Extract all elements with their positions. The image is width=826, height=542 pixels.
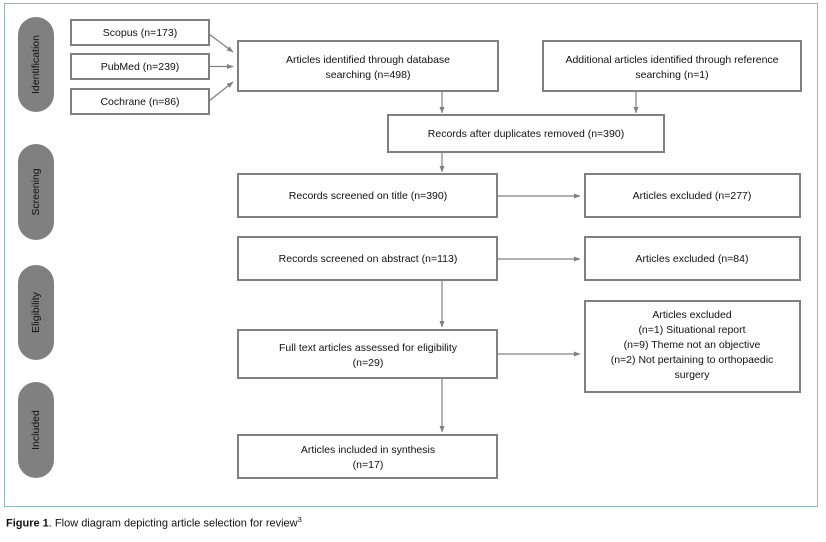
figure-caption-label: Figure 1 [6,517,49,530]
node-fulltext-assessed: Full text articles assessed for eligibil… [237,329,498,379]
node-source-scopus-shape [70,19,210,46]
node-included-synthesis-line1: Articles included in synthesis [301,444,435,456]
node-screened-abstract-shape [237,236,498,281]
node-excluded-fulltext-line3: (n=9) Theme not an objective [624,339,761,351]
node-screened-title-label: Records screened on title (n=390) [289,190,447,202]
node-duplicates-removed-shape [387,114,665,153]
stage-pill-included-label: Included [30,410,42,450]
node-included-synthesis-line2: (n=17) [353,459,384,471]
node-duplicates-removed-label: Records after duplicates removed (n=390) [428,128,624,140]
node-database-search-line1: Articles identified through database [286,54,450,66]
node-screened-abstract: Records screened on abstract (n=113) [237,236,498,281]
node-excluded-fulltext-line2: (n=1) Situational report [638,324,745,336]
stage-pill-screening-shape [18,144,54,240]
node-source-pubmed-shape [70,53,210,80]
stage-pill-identification-shape [18,17,54,112]
node-screened-abstract-label: Records screened on abstract (n=113) [279,253,458,265]
node-excluded-title-shape [584,173,801,218]
stage-pill-included-shape [18,382,54,478]
stage-pill-screening: Screening [18,144,54,240]
node-database-search: Articles identified through database sea… [237,40,499,92]
arrow-cochrane-to-database [208,81,234,102]
node-source-scopus: Scopus (n=173) [70,19,210,46]
node-source-pubmed: PubMed (n=239) [70,53,210,80]
figure-caption-text: . Flow diagram depicting article selecti… [48,517,298,530]
node-reference-search-line1: Additional articles identified through r… [565,54,778,66]
node-excluded-fulltext-line4: (n=2) Not pertaining to orthopaedic [611,354,774,366]
stage-pill-identification-label: Identification [30,35,42,94]
node-screened-title: Records screened on title (n=390) [237,173,498,218]
stage-pill-eligibility-label: Eligibility [30,291,42,333]
node-excluded-fulltext-line5: surgery [674,369,710,381]
node-excluded-abstract-shape [584,236,801,281]
node-fulltext-assessed-shape [237,329,498,379]
node-reference-search-shape [542,40,802,92]
node-excluded-title: Articles excluded (n=277) [584,173,801,218]
node-source-pubmed-label: PubMed (n=239) [101,61,180,73]
node-duplicates-removed: Records after duplicates removed (n=390) [387,114,665,153]
stage-pill-included: Included [18,382,54,478]
figure-caption: Figure 1. Flow diagram depicting article… [6,515,302,530]
node-reference-search-line2: searching (n=1) [635,69,708,81]
node-source-cochrane-shape [70,88,210,115]
node-excluded-fulltext-line1: Articles excluded [652,309,732,321]
node-fulltext-assessed-line1: Full text articles assessed for eligibil… [279,342,458,354]
node-screened-title-shape [237,173,498,218]
figure-caption-superscript: 3 [297,515,302,524]
node-source-cochrane-label: Cochrane (n=86) [100,96,179,108]
stage-pill-eligibility: Eligibility [18,265,54,360]
node-fulltext-assessed-line2: (n=29) [353,357,384,369]
node-excluded-abstract-label: Articles excluded (n=84) [636,253,749,265]
node-excluded-fulltext: Articles excluded (n=1) Situational repo… [584,300,801,393]
node-included-synthesis: Articles included in synthesis (n=17) [237,434,498,479]
node-excluded-title-label: Articles excluded (n=277) [633,190,752,202]
stage-pill-eligibility-shape [18,265,54,360]
prisma-flow-diagram: Identification Screening Eligibility Inc… [18,17,802,479]
node-database-search-shape [237,40,499,92]
node-database-search-line2: searching (n=498) [326,69,411,81]
node-source-scopus-label: Scopus (n=173) [103,27,177,39]
node-reference-search: Additional articles identified through r… [542,40,802,92]
stage-pill-screening-label: Screening [30,168,42,215]
node-source-cochrane: Cochrane (n=86) [70,88,210,115]
node-excluded-fulltext-shape [584,300,801,393]
node-excluded-abstract: Articles excluded (n=84) [584,236,801,281]
stage-pill-identification: Identification [18,17,54,112]
node-included-synthesis-shape [237,434,498,479]
arrow-scopus-to-database [208,33,234,53]
